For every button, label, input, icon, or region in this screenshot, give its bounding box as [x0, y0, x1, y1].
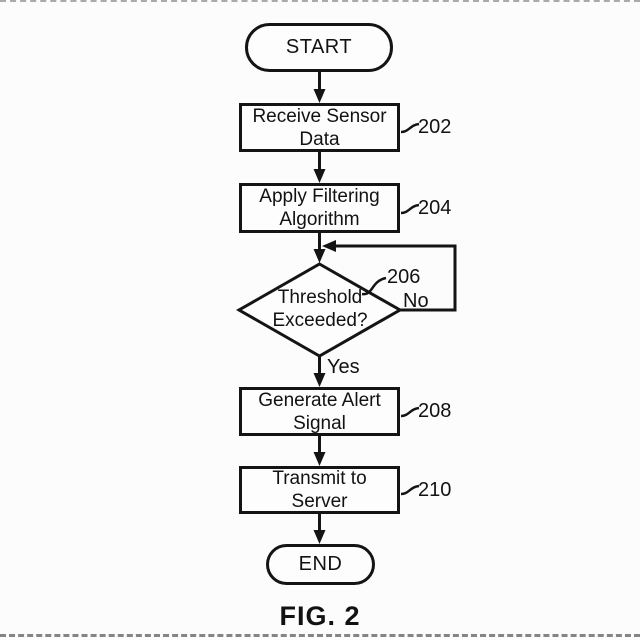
leader-line-204 — [400, 203, 420, 215]
no-branch-label: No — [403, 290, 429, 312]
leader-line-202 — [400, 122, 420, 134]
process-label-line: Data — [299, 128, 340, 150]
process-label-line: Algorithm — [279, 209, 360, 230]
arrowhead-down-icon — [313, 89, 326, 103]
ref-number-208: 208 — [418, 400, 452, 422]
ref-number-210: 210 — [418, 479, 452, 501]
process-label-line: Receive Sensor — [252, 105, 387, 127]
process-label-line: Signal — [293, 412, 346, 434]
yes-branch-label: Yes — [327, 356, 360, 378]
process-box-apply-filtering-algorithm: Apply Filtering Algorithm — [239, 183, 400, 233]
end-terminal: END — [266, 544, 375, 585]
arrowhead-down-icon — [313, 530, 326, 544]
decision-label-line: Exceeded? — [272, 310, 368, 331]
arrowhead-down-icon — [313, 249, 326, 263]
process-label-line: Server — [291, 491, 348, 512]
leader-line-208 — [400, 406, 420, 418]
ref-number-204: 204 — [418, 197, 452, 219]
ref-number-206: 206 — [387, 266, 421, 288]
no-loop-connector — [336, 244, 457, 312]
process-label-line: Generate Alert — [258, 389, 381, 411]
process-label-line: Apply Filtering — [259, 186, 380, 207]
arrowhead-left-icon — [322, 240, 336, 252]
ref-number-202: 202 — [418, 116, 452, 138]
decision-label-line: Threshold — [277, 287, 363, 308]
leader-line-210 — [400, 484, 420, 496]
process-box-transmit-to-server: Transmit to Server — [239, 466, 400, 514]
process-box-receive-sensor-data: Receive Sensor Data — [239, 103, 400, 152]
arrowhead-down-icon — [313, 452, 326, 466]
end-label: END — [298, 553, 343, 575]
decision-label: Threshold Exceeded? — [240, 286, 400, 332]
bottom-edge-artifact-line — [0, 634, 640, 637]
arrowhead-down-icon — [313, 169, 326, 183]
start-label: START — [285, 36, 353, 58]
leader-line-206 — [361, 276, 387, 296]
figure-caption: FIG. 2 — [279, 601, 361, 631]
arrowhead-down-icon — [313, 373, 326, 387]
process-label-line: Transmit to — [272, 468, 367, 489]
process-box-generate-alert-signal: Generate Alert Signal — [239, 387, 400, 436]
start-terminal: START — [245, 23, 393, 72]
top-edge-artifact-line — [0, 0, 640, 2]
